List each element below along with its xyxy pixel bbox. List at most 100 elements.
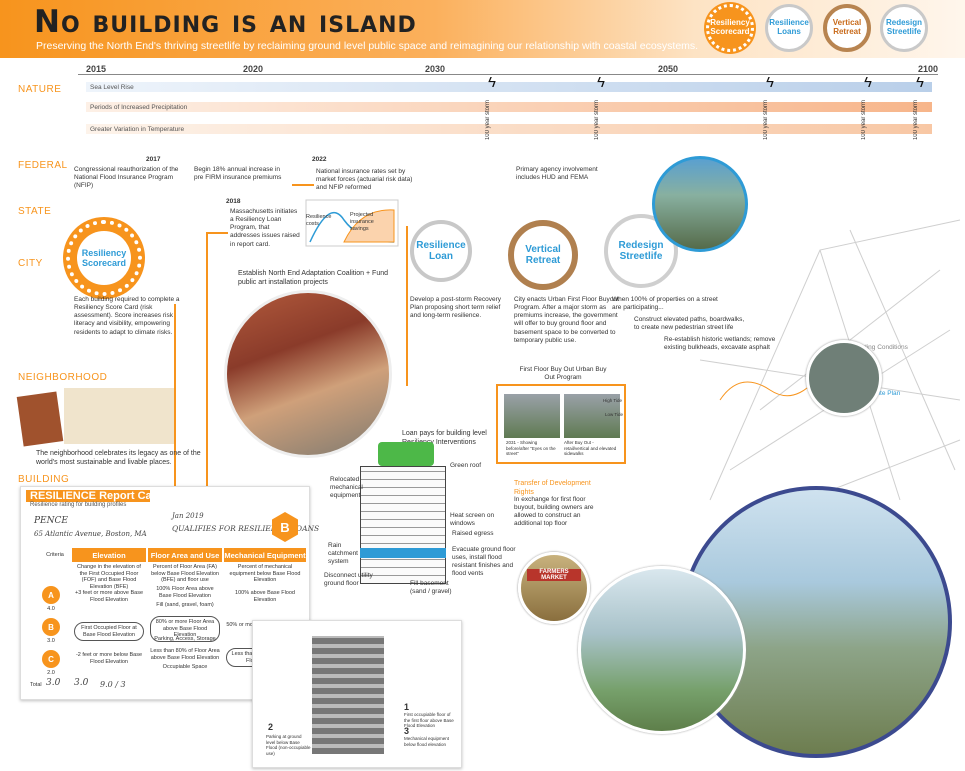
callout-1: 1 [404, 702, 410, 712]
desc-mechanical: Percent of mechanical equipment below Ba… [229, 564, 301, 584]
total-value: 3.0 [46, 678, 61, 688]
arrow-connector [292, 184, 314, 186]
buyout-caption-1: 2031 - Showing before/after "Eyes on the… [506, 440, 556, 457]
site-plan-label: 2100 Site Plan [858, 390, 901, 397]
buyout-caption-2: After Buy Out - retail/vertical and elev… [564, 440, 617, 457]
street-festival-photo [224, 290, 392, 458]
site-plan-photo [806, 340, 882, 416]
market-sign: FARMERS MARKET [527, 569, 581, 581]
loan-title: Loan pays for building level Resiliency … [402, 430, 487, 446]
callout-3-text: Mechanical equipment below flood elevati… [404, 736, 450, 747]
year-2100: 2100 [918, 64, 939, 74]
grade-a: A [42, 586, 60, 604]
chart-label-costs: Resilience costs [306, 214, 332, 227]
col-mechanical: Mechanical Equipment [224, 548, 306, 562]
label-rain-catchment: Rain catchment system [328, 542, 358, 566]
level-city: CITY [18, 258, 43, 269]
row-c-elevation: -2 feet or more below Base Flood Elevati… [75, 652, 143, 665]
chart-label-savings: Projected insurance savings [350, 212, 374, 232]
neighborhood-text: The neighborhood celebrates its legacy a… [36, 450, 201, 466]
level-state: STATE [18, 206, 52, 217]
ring-vertical-retreat[interactable]: Vertical Retreat [508, 220, 578, 290]
federal-premium-text: Begin 18% annual increase in pre FIRM in… [194, 166, 282, 182]
grade-c: C [42, 650, 60, 668]
arrow-connector [206, 232, 228, 234]
federal-hud-text: Primary agency involvement includes HUD … [516, 166, 598, 182]
buyout-box-title: First Floor Buy Out Urban Buy Out Progra… [519, 366, 607, 382]
wetland-rendering [578, 566, 746, 734]
row-b-floor: 80% or more Floor Area above Base Flood … [150, 616, 220, 642]
streetlife-text-a: When 100% of properties on a street are … [612, 296, 718, 312]
col-criteria: Criteria [46, 552, 64, 558]
fill-note: Fill (sand, gravel, foam) [156, 602, 214, 608]
callout-1-text: First occupiable floor of the first floo… [404, 712, 454, 729]
building-value: PENCE [34, 516, 68, 526]
label-disconnect: Disconnect utility ground floor [324, 572, 373, 588]
high-tide-label: High Tide [603, 398, 623, 403]
ring-label: Resiliency Scorecard [77, 231, 131, 285]
label-evacuate: Evacuate ground floor uses, install floo… [452, 546, 516, 578]
callout-3: 3 [404, 726, 410, 736]
storm-label: 100 year storm [485, 100, 491, 141]
building-section [360, 466, 446, 584]
card-subtitle: Resilience rating for building profiles [30, 502, 127, 508]
occupiable-note: Occupiable Space [162, 664, 208, 670]
state-loan-text: Massachusetts initiates a Resiliency Loa… [230, 208, 300, 248]
ring-resilience-loan[interactable]: Resilience Loan [410, 220, 472, 282]
badge-resiliency-scorecard[interactable]: Resiliency Scorecard [706, 4, 754, 52]
nature-row-label: Sea Level Rise [90, 84, 134, 91]
map-street [849, 229, 956, 471]
address-value: 65 Atlantic Avenue, Boston, MA [34, 530, 147, 538]
storm-label: 100 year storm [763, 100, 769, 141]
grade-b: B [42, 618, 60, 636]
storm-bolt-icon: ϟ [916, 74, 924, 91]
federal-rates-text: National insurance rates set by market f… [316, 168, 413, 192]
badge-vertical-retreat[interactable]: Vertical Retreat [823, 4, 871, 52]
book-page-image [64, 388, 174, 444]
nature-row-label: Periods of Increased Precipitation [90, 104, 188, 111]
federal-nfip-text: Congressional reauthorization of the Nat… [74, 166, 179, 190]
ring-resiliency-scorecard[interactable]: Resiliency Scorecard [66, 220, 142, 296]
storm-bolt-icon: ϟ [864, 74, 872, 91]
bar-precipitation [86, 102, 932, 112]
year-2050: 2050 [658, 64, 679, 74]
grade-a-score: 4.0 [47, 606, 55, 612]
streetlife-text-b: Construct elevated paths, boardwalks, to… [634, 316, 745, 332]
grade-b-score: 3.0 [47, 638, 55, 644]
date-value: Jan 2019 [172, 512, 204, 520]
recovery-text: Develop a post-storm Recovery Plan propo… [410, 296, 502, 320]
label-fill: Fill basement (sand / gravel) [410, 580, 452, 596]
storm-label: 100 year storm [594, 100, 600, 141]
callout-2-text: Parking at ground level below Base Flood… [266, 734, 311, 756]
row-a-elevation: +3 feet or more above Base Flood Elevati… [74, 590, 144, 603]
flood-band [360, 548, 446, 558]
arrow-connector [406, 226, 408, 386]
tdr-title: Transfer of Development Rights [514, 480, 591, 496]
storm-bolt-icon: ϟ [766, 74, 774, 91]
chart-frame [305, 199, 399, 247]
storm-label: 100 year storm [913, 100, 919, 141]
row-c-floor: Less than 80% of Floor Area above Base F… [150, 648, 220, 661]
year-2022: 2022 [312, 156, 327, 163]
label-mechanical: Relocated mechanical equipment [330, 476, 363, 500]
badge-redesign-streetlife[interactable]: Redesign Streetlife [880, 4, 928, 52]
bar-sea-level [86, 82, 932, 92]
cost-savings-chart [305, 199, 399, 247]
row-a-floor: 100% Floor Area above Base Flood Elevati… [156, 586, 214, 599]
label-heat-screen: Heat screen on windows [450, 512, 495, 528]
existing-conditions-label: 2015 Building Conditions [836, 344, 908, 351]
bike-path-photo [652, 156, 748, 252]
building-diagram [312, 636, 384, 754]
scorecard-text: Each building required to complete a Res… [74, 296, 180, 336]
level-nature: NATURE [18, 84, 62, 95]
page-subtitle: Preserving the North End's thriving stre… [36, 40, 699, 52]
card-title-bar [26, 490, 150, 502]
coalition-text: Establish North End Adaptation Coalition… [238, 270, 389, 286]
badge-resilience-loans[interactable]: Resilience Loans [765, 4, 813, 52]
savings-curve [343, 209, 395, 243]
desc-elevation: Change in the elevation of the First Occ… [77, 564, 141, 590]
label-green-roof: Green roof [450, 462, 482, 469]
book-image [16, 391, 64, 447]
comments-value: QUALIFIES FOR RESILIENCE LOANS [172, 524, 320, 533]
year-2018: 2018 [226, 198, 241, 205]
